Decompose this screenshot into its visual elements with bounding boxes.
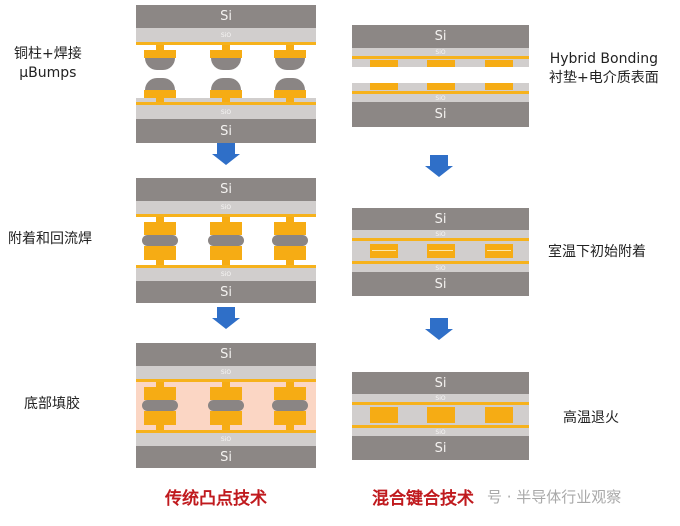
top-metal-line bbox=[136, 42, 316, 45]
bottom-sio2-layer: SiO bbox=[136, 268, 316, 281]
step1-right-label-line2: 衬垫+电介质表面 bbox=[549, 70, 659, 86]
bottom-via-3 bbox=[286, 98, 294, 102]
left-column-title: 传统凸点技术 bbox=[165, 489, 267, 509]
down-arrow-icon bbox=[425, 318, 453, 340]
top-sio2-layer: SiO bbox=[136, 366, 316, 379]
bottom-si-layer: Si bbox=[352, 272, 529, 296]
top-metal-line bbox=[352, 402, 529, 405]
top-si-layer: Si bbox=[136, 178, 316, 201]
watermark: 号 · 半导体行业观察 bbox=[487, 488, 622, 506]
right-step3-diagram: Si SiO SiO Si bbox=[352, 372, 529, 460]
bottom-metal-line bbox=[352, 261, 529, 264]
bottom-metal-line bbox=[136, 265, 316, 268]
top-pad-1 bbox=[370, 60, 398, 67]
bottom-metal-line bbox=[352, 425, 529, 428]
top-si-layer: Si bbox=[352, 372, 529, 394]
step1-left-label-line1: 铜柱+焊接 bbox=[14, 46, 82, 62]
bottom-si-layer: Si bbox=[352, 102, 529, 127]
right-column-title: 混合键合技术 bbox=[372, 489, 474, 509]
bottom-pad-1 bbox=[370, 83, 398, 90]
top-si-layer: Si bbox=[136, 343, 316, 366]
bond-pad-2 bbox=[427, 244, 455, 258]
right-step1-diagram: Si SiO SiO Si bbox=[352, 25, 529, 129]
top-pad-2 bbox=[427, 60, 455, 67]
bottom-si-layer: Si bbox=[136, 119, 316, 143]
bottom-pad-2 bbox=[427, 83, 455, 90]
bond-interface-line-2 bbox=[429, 250, 453, 251]
bond-interface-line-3 bbox=[487, 250, 511, 251]
top-sio2-layer: SiO bbox=[352, 394, 529, 402]
step2-left-label: 附着和回流焊 bbox=[8, 231, 92, 247]
top-metal-line bbox=[136, 214, 316, 217]
bottom-sio2-layer: SiO bbox=[352, 94, 529, 102]
top-sio2-layer: SiO bbox=[136, 201, 316, 214]
step2-right-label: 室温下初始附着 bbox=[548, 244, 646, 260]
bond-interface-line-1 bbox=[372, 250, 396, 251]
down-arrow-icon bbox=[212, 143, 240, 165]
bottom-si-layer: Si bbox=[136, 281, 316, 303]
top-metal-line bbox=[136, 379, 316, 382]
fused-pad-2 bbox=[427, 407, 455, 423]
bottom-metal-line bbox=[352, 91, 529, 94]
top-sio2-layer: SiO bbox=[136, 28, 316, 42]
bond-pad-1 bbox=[370, 244, 398, 258]
bottom-sio2-layer: SiO bbox=[136, 433, 316, 446]
bottom-via-1 bbox=[156, 98, 164, 102]
bond-pad-3 bbox=[485, 244, 513, 258]
top-sio2-layer: SiO bbox=[352, 230, 529, 238]
down-arrow-icon bbox=[212, 307, 240, 329]
bottom-si-layer: Si bbox=[352, 436, 529, 460]
top-metal-line bbox=[352, 238, 529, 241]
bottom-metal-line bbox=[136, 430, 316, 433]
top-sio2-layer: SiO bbox=[352, 48, 529, 56]
step1-left-label: 铜柱+焊接 μBumps bbox=[14, 45, 82, 83]
bottom-via-2 bbox=[222, 98, 230, 102]
top-si-layer: Si bbox=[136, 5, 316, 28]
step3-right-label: 高温退火 bbox=[563, 410, 619, 426]
top-pad-3 bbox=[485, 60, 513, 67]
bottom-sio2-layer: SiO bbox=[352, 264, 529, 272]
bottom-si-layer: Si bbox=[136, 446, 316, 468]
bottom-sio2-layer: SiO bbox=[352, 428, 529, 436]
bottom-metal-line bbox=[136, 102, 316, 105]
step1-right-label: Hybrid Bonding 衬垫+电介质表面 bbox=[549, 50, 659, 88]
left-step3-diagram: Si SiO SiO Si bbox=[136, 343, 316, 468]
step1-right-label-line1: Hybrid Bonding bbox=[549, 51, 658, 67]
bottom-sio2-layer: SiO bbox=[136, 105, 316, 119]
fused-pad-3 bbox=[485, 407, 513, 423]
top-si-layer: Si bbox=[352, 25, 529, 48]
right-step2-diagram: Si SiO SiO Si bbox=[352, 208, 529, 296]
top-si-layer: Si bbox=[352, 208, 529, 230]
bottom-pad-3 bbox=[485, 83, 513, 90]
fused-pad-1 bbox=[370, 407, 398, 423]
left-step1-diagram: Si SiO SiO Si bbox=[136, 5, 316, 145]
left-step2-diagram: Si SiO SiO Si bbox=[136, 178, 316, 303]
step1-left-label-line2: μBumps bbox=[19, 65, 77, 81]
top-metal-line bbox=[352, 56, 529, 59]
down-arrow-icon bbox=[425, 155, 453, 177]
step3-left-label: 底部填胶 bbox=[24, 396, 80, 412]
